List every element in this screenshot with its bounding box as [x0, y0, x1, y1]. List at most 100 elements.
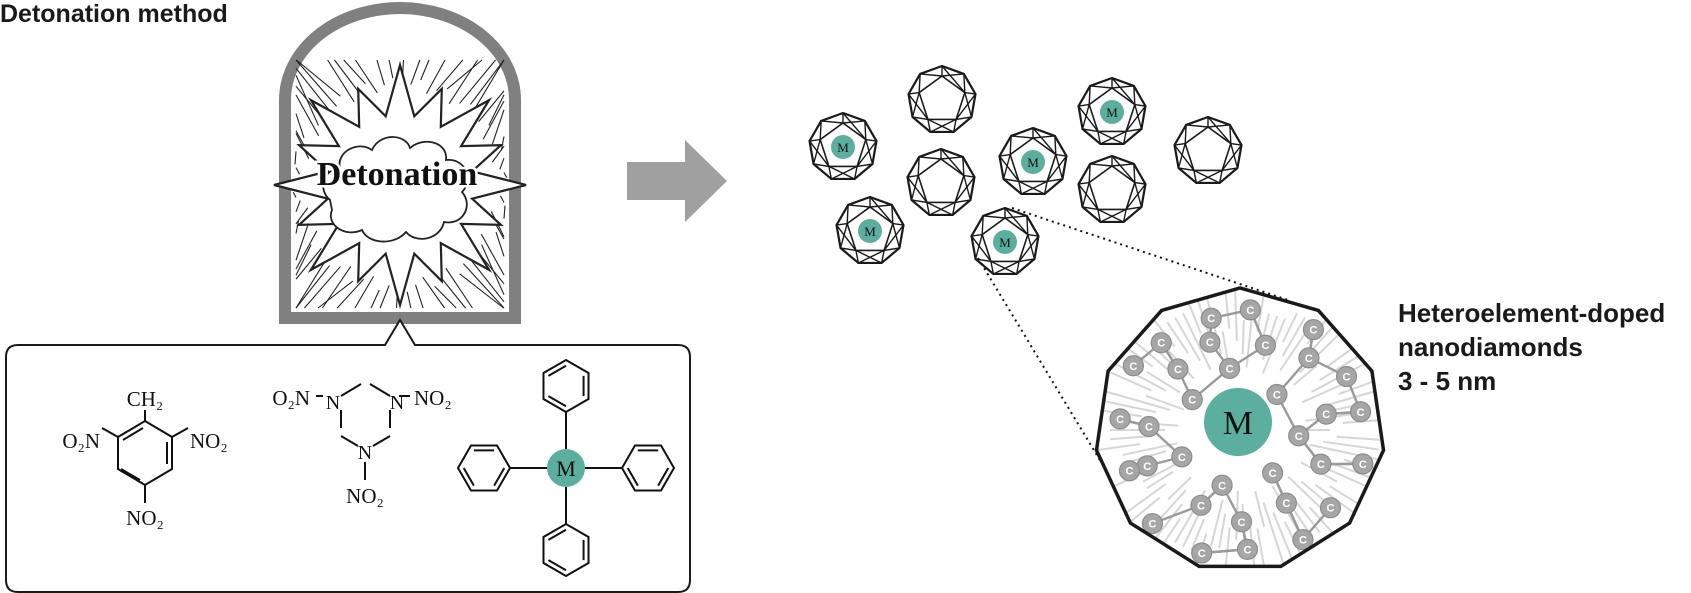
nanodiamond-particle: M: [808, 111, 878, 181]
diagram-title: Detonation method: [0, 0, 228, 28]
carbon-atom: [1150, 332, 1172, 354]
nanodiamond-facet: [990, 260, 1017, 275]
lattice-haze: [1272, 512, 1294, 561]
lattice-haze: [1160, 518, 1181, 547]
nanodiamond-facet: [869, 196, 894, 225]
nanodiamond-facet: [855, 249, 882, 264]
lattice-haze: [1254, 490, 1266, 528]
nanodiamond-facet: [940, 148, 965, 177]
nanodiamond-facet: [1193, 170, 1198, 184]
nanodiamond-facet: [1018, 181, 1023, 195]
carbon-atom: [1199, 331, 1221, 353]
carbon-atom-label: C: [1218, 480, 1226, 492]
nanodiamond-facet: [1097, 131, 1102, 145]
nanodiamond-inner-pentagon: [918, 75, 966, 121]
nanodiamond-facet: [1221, 167, 1238, 172]
lattice-haze: [1292, 364, 1318, 386]
nanodiamond-facet: [1207, 116, 1232, 145]
nanodiamond-facet: [964, 91, 976, 95]
burst-ray: [336, 278, 364, 309]
nanodiamond-facet: [855, 250, 860, 264]
lattice-haze: [1295, 501, 1321, 534]
dopant-label: M: [864, 224, 876, 239]
burst-ray: [488, 94, 505, 126]
burst-ray: [459, 273, 504, 309]
nanodiamond-facet: [831, 165, 858, 180]
dopant-label: M: [999, 235, 1011, 250]
nanodiamond-facet: [906, 176, 928, 203]
tetraphenyl-metal-center: [547, 449, 585, 487]
carbon-atom-label: C: [1295, 431, 1303, 443]
lattice-haze: [1218, 513, 1227, 549]
lattice-haze: [1256, 287, 1269, 332]
result-label-line3: 3 - 5 nm: [1398, 366, 1496, 396]
nanodiamond-facet: [920, 73, 943, 77]
nanodiamond-facet: [941, 73, 964, 77]
nanodiamond-facet: [869, 204, 892, 208]
nanodiamond-inner-pentagon: [1184, 126, 1232, 172]
carbon-atom: [1302, 319, 1325, 341]
nanodiamond-inner-pentagon: [981, 217, 1029, 263]
nanodiamond-facet: [1055, 153, 1067, 157]
nanodiamond-facet: [1015, 261, 1020, 275]
lattice-haze: [1153, 503, 1183, 541]
burst-ray: [410, 59, 421, 85]
nanodiamond-facet: [1032, 135, 1055, 139]
nanodiamond-facet: [1134, 181, 1146, 185]
nanodiamond-facet: [990, 261, 995, 275]
nanodiamond-facet: [1229, 124, 1232, 144]
nanodiamond-facet: [1122, 131, 1127, 145]
nanodiamond-facet: [883, 224, 905, 251]
nanodiamond-facet: [1100, 208, 1127, 223]
nanodiamond-facet: [927, 118, 954, 133]
nanodiamond-facet: [1111, 85, 1134, 89]
nanodiamond-inner-pentagon: [1088, 165, 1136, 211]
nanodiamond-facet: [856, 140, 878, 167]
carbon-atom-label: C: [1116, 414, 1124, 426]
lattice-haze: [1166, 321, 1189, 354]
dopant-label: M: [1106, 105, 1118, 120]
nanodiamond-facet: [912, 116, 929, 121]
burst-ray: [503, 205, 506, 219]
burst-ray: [295, 200, 301, 212]
rdx-left-no2-label: O₂N: [272, 386, 310, 410]
burst-ray: [295, 225, 309, 261]
nanodiamond-facet: [963, 175, 972, 201]
burst-ray: [459, 59, 496, 104]
carbon-atom: [1138, 415, 1160, 438]
burst-ray: [388, 59, 394, 79]
nanodiamond-facet: [926, 201, 953, 216]
carbon-atom: [1335, 365, 1358, 388]
zoom-line-top: [1011, 207, 1289, 301]
burst-ray: [500, 136, 505, 151]
nanodiamond-facet: [1174, 142, 1186, 146]
nanodiamond-facet: [1125, 183, 1147, 210]
carbon-atom: [1191, 542, 1213, 564]
nanodiamond-facet: [1018, 235, 1040, 262]
zoom-line-bottom: [977, 257, 1134, 516]
nanodiamond-facet: [927, 119, 932, 133]
burst-ray: [354, 275, 375, 309]
nanodiamond-facet: [840, 247, 857, 252]
carbon-atom: [1254, 334, 1277, 356]
lattice-haze: [1323, 440, 1379, 451]
nanodiamond-facet: [1032, 127, 1057, 156]
nanodiamond-facet: [1011, 135, 1034, 139]
carbon-atom: [1266, 383, 1288, 406]
carbon-atom: [1239, 299, 1261, 321]
burst-ray: [425, 59, 446, 95]
burst-ray: [295, 94, 320, 137]
nanodiamond-facet: [964, 92, 973, 118]
carbon-atom: [1200, 307, 1222, 329]
tnt-molecule: [101, 410, 189, 503]
carbon-atom-label: C: [1226, 363, 1234, 375]
nanodiamond-facet: [919, 156, 942, 160]
nanodiamond-facet: [828, 165, 855, 180]
burst-ray: [495, 231, 505, 257]
dopant-atom: [1021, 150, 1045, 174]
nanodiamond-facet: [1077, 105, 1099, 132]
tnt-left-no2-label: O₂N: [62, 429, 100, 453]
nanodiamond-facet: [835, 224, 857, 251]
nanodiamond-facet: [1078, 103, 1090, 107]
nanodiamond-facet: [1186, 124, 1209, 128]
